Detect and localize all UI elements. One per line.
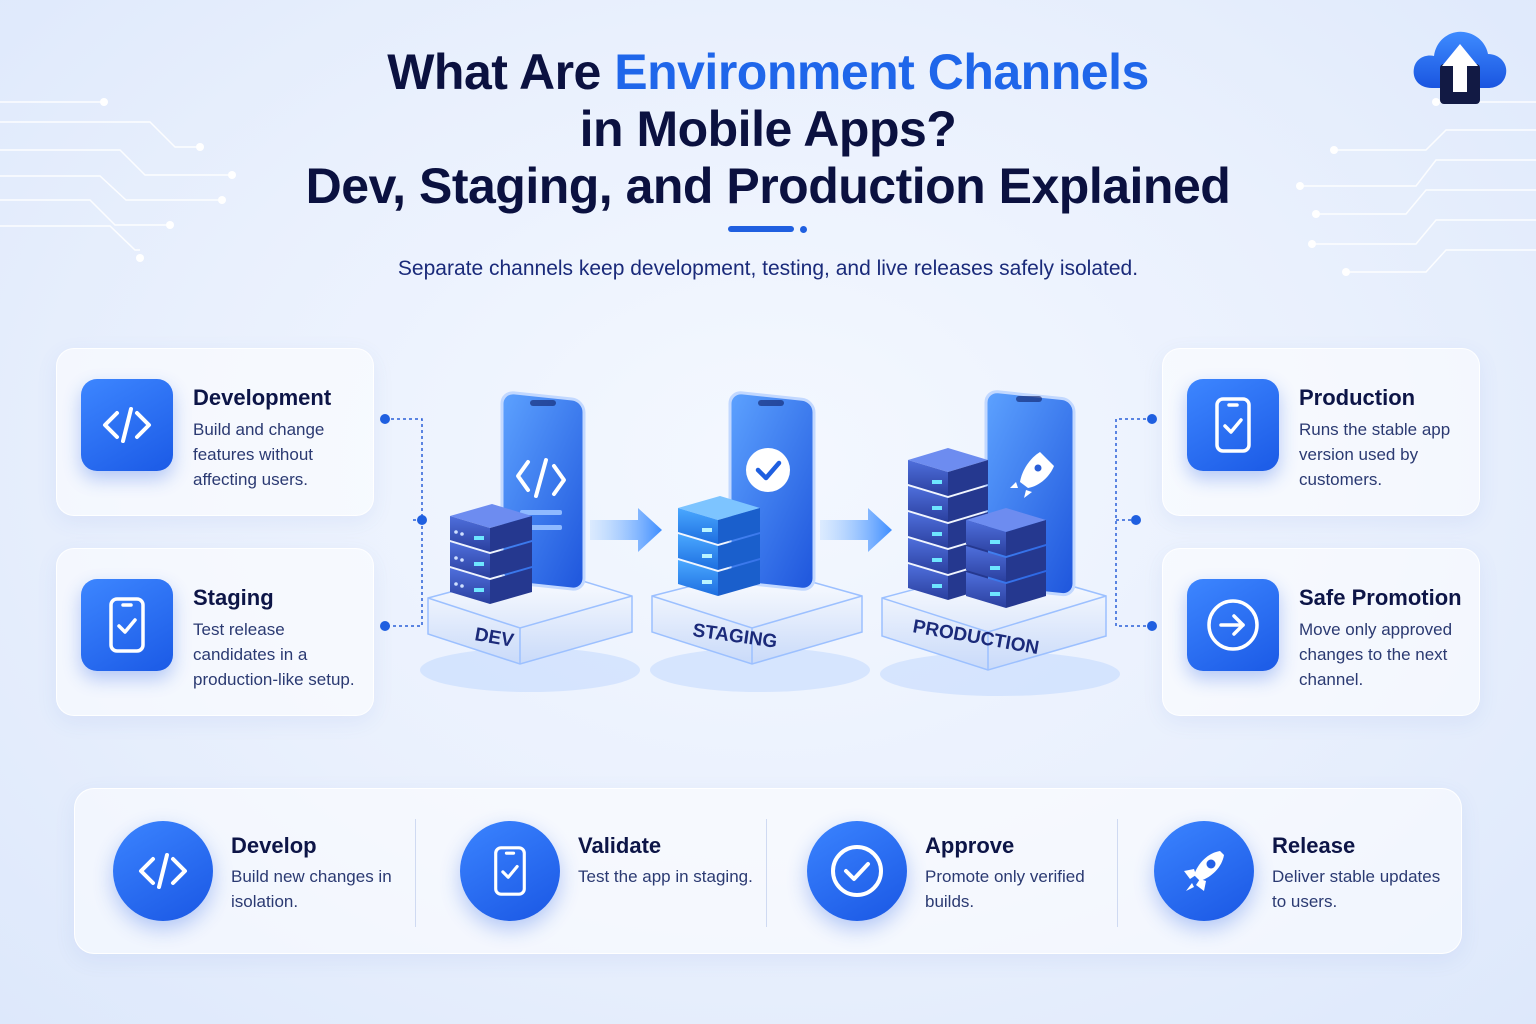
rocket-icon: [1154, 821, 1254, 921]
step-text: Promote only verified builds.: [925, 867, 1085, 911]
title-accent: Environment Channels: [614, 44, 1149, 100]
step-divider: [415, 819, 416, 927]
title-underline: [728, 226, 794, 232]
card-title: Development: [193, 385, 332, 410]
rocket-icon: [1010, 452, 1054, 498]
process-steps-panel: Develop Build new changes in isolation. …: [74, 788, 1462, 954]
cloud-upload-icon: [1413, 31, 1507, 104]
check-circle-icon: [746, 448, 790, 492]
phone-check-icon: [1187, 379, 1279, 471]
environment-channels-diagram: DEV STAGING: [420, 390, 1120, 696]
production-server-stack: [908, 448, 1046, 608]
card-development: Development Build and change features wi…: [56, 348, 374, 516]
connector-left: [380, 414, 427, 631]
title-line-1: What Are Environment Channels: [387, 44, 1149, 100]
step-divider: [1117, 819, 1118, 927]
step-divider: [766, 819, 767, 927]
step-text: Deliver stable updates to users.: [1272, 867, 1441, 911]
dev-server-stack: [450, 504, 532, 604]
title-line-3: Dev, Staging, and Production Explained: [305, 158, 1231, 214]
step-title: Approve: [925, 833, 1015, 858]
step-title: Release: [1272, 833, 1356, 858]
arrow-dev-to-staging: [590, 508, 662, 552]
connector-right: [1115, 414, 1157, 631]
code-icon: [113, 821, 213, 921]
step-validate: Validate Test the app in staging.: [422, 789, 769, 955]
check-circle-icon: [807, 821, 907, 921]
step-text: Build new changes in isolation.: [231, 867, 392, 911]
staging-platform: STAGING: [650, 391, 870, 692]
code-icon: [516, 458, 566, 498]
card-production: Production Runs the stable app version u…: [1162, 348, 1480, 516]
step-release: Release Deliver stable updates to users.: [1116, 789, 1463, 955]
production-platform: PRODUCTION: [880, 390, 1120, 696]
card-text: Move only approved changes to the next c…: [1299, 620, 1453, 689]
step-title: Validate: [578, 833, 662, 858]
subtitle: Separate channels keep development, test…: [397, 257, 1139, 280]
page-title: What Are Environment Channels in Mobile …: [0, 44, 1536, 215]
phone-check-icon: [81, 579, 173, 671]
title-underline-dot: [800, 226, 807, 233]
card-staging: Staging Test release candidates in a pro…: [56, 548, 374, 716]
step-develop: Develop Build new changes in isolation.: [75, 789, 422, 955]
phone-check-icon: [460, 821, 560, 921]
staging-server-stack: [678, 496, 760, 596]
card-safe-promotion: Safe Promotion Move only approved change…: [1162, 548, 1480, 716]
arrow-staging-to-production: [820, 508, 892, 552]
circuit-decoration-left: [0, 98, 236, 262]
card-title: Staging: [193, 585, 274, 610]
step-title: Develop: [231, 833, 317, 858]
card-text: Build and change features without affect…: [193, 420, 325, 489]
title-line-2: in Mobile Apps?: [579, 101, 957, 157]
card-title: Production: [1299, 385, 1416, 410]
step-approve: Approve Promote only verified builds.: [769, 789, 1116, 955]
code-icon: [81, 379, 173, 471]
dev-platform: DEV: [420, 391, 640, 692]
arrow-right-circle-icon: [1187, 579, 1279, 671]
card-title: Safe Promotion: [1299, 585, 1462, 610]
step-text: Test the app in staging.: [578, 867, 753, 886]
card-text: Runs the stable app version used by cust…: [1299, 420, 1451, 489]
circuit-decoration-right: [1296, 98, 1536, 276]
card-text: Test release candidates in a production-…: [193, 620, 355, 689]
